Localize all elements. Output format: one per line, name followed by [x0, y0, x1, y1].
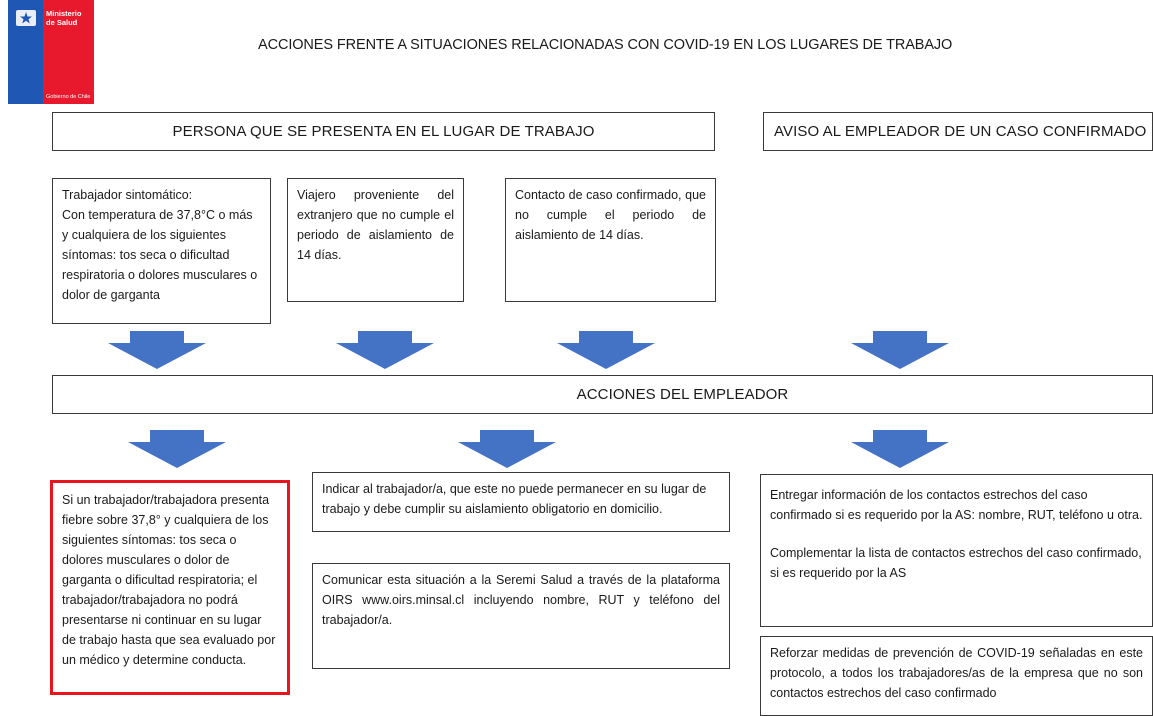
header-persona: PERSONA QUE SE PRESENTA EN EL LUGAR DE T… — [52, 112, 715, 151]
action-symptomatic-text: Si un trabajador/trabajadora presenta fi… — [62, 493, 276, 667]
action-communicate: Comunicar esta situación a la Seremi Sal… — [312, 563, 730, 669]
arrow-down-icon — [851, 331, 949, 369]
action-indicate-text: Indicar al trabajador/a, que este no pue… — [322, 482, 707, 516]
case-traveler-text: Viajero proveniente del extranjero que n… — [297, 188, 454, 262]
case-contact-text: Contacto de caso confirmado, que no cump… — [515, 188, 706, 242]
coat-of-arms-icon — [16, 10, 36, 26]
action-communicate-text: Comunicar esta situación a la Seremi Sal… — [322, 573, 720, 627]
case-traveler: Viajero proveniente del extranjero que n… — [287, 178, 464, 302]
logo-ministry-text: Ministerio de Salud — [46, 9, 82, 27]
logo-government-text: Gobierno de Chile — [46, 94, 91, 100]
action-reinforce-text: Reforzar medidas de prevención de COVID-… — [770, 646, 1143, 700]
case-symptomatic-text: Trabajador sintomático: Con temperatura … — [62, 188, 258, 302]
case-contact: Contacto de caso confirmado, que no cump… — [505, 178, 716, 302]
header-aviso-label: AVISO AL EMPLEADOR DE UN CASO CONFIRMADO — [774, 123, 1147, 140]
arrow-down-icon — [336, 331, 434, 369]
arrow-down-icon — [557, 331, 655, 369]
action-contacts-info: Entregar información de los contactos es… — [760, 474, 1153, 627]
action-symptomatic: Si un trabajador/trabajadora presenta fi… — [50, 480, 290, 695]
arrow-down-icon — [458, 430, 556, 468]
header-acciones-label: ACCIONES DEL EMPLEADOR — [576, 386, 789, 403]
page-title: ACCIONES FRENTE A SITUACIONES RELACIONAD… — [258, 37, 953, 53]
header-persona-label: PERSONA QUE SE PRESENTA EN EL LUGAR DE T… — [172, 123, 595, 140]
action-indicate: Indicar al trabajador/a, que este no pue… — [312, 472, 730, 532]
case-symptomatic-worker: Trabajador sintomático: Con temperatura … — [52, 178, 271, 324]
action-reinforce: Reforzar medidas de prevención de COVID-… — [760, 636, 1153, 716]
ministry-logo: Ministerio de Salud Gobierno de Chile — [8, 0, 94, 104]
arrow-down-icon — [851, 430, 949, 468]
arrow-down-icon — [108, 331, 206, 369]
action-complement-text: Complementar la lista de contactos estre… — [770, 546, 1142, 580]
spacer — [770, 525, 1143, 543]
header-aviso: AVISO AL EMPLEADOR DE UN CASO CONFIRMADO — [763, 112, 1153, 151]
header-acciones: ACCIONES DEL EMPLEADOR — [52, 375, 1153, 414]
arrow-down-icon — [128, 430, 226, 468]
action-deliver-info-text: Entregar información de los contactos es… — [770, 488, 1143, 522]
